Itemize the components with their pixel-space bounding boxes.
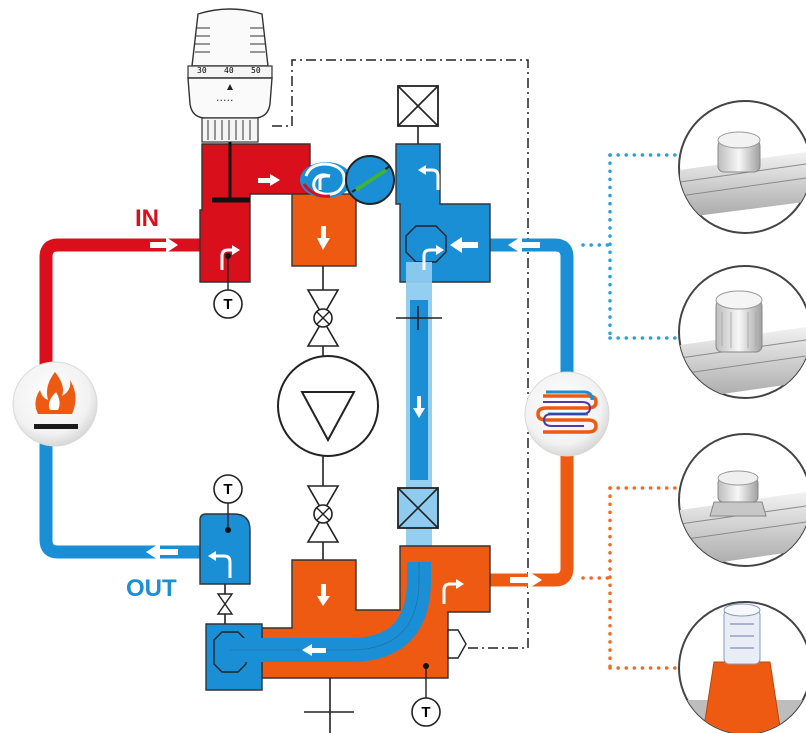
connector-dots-blue [583, 155, 680, 338]
svg-text:T: T [421, 704, 430, 721]
actuator-photo-1 [679, 101, 806, 233]
thermostat-scale-50: 50 [251, 66, 261, 75]
lower-check-valve-icon [308, 456, 338, 560]
temperature-sensor-return: T [214, 475, 242, 503]
butterfly-valve-icon [346, 156, 394, 204]
supply-pipe-red [46, 245, 205, 380]
thermostat-scale-40: 40 [224, 66, 234, 75]
hex-fitting-icon [406, 226, 446, 262]
pump-icon [278, 356, 378, 456]
underfloor-heating-coil-icon [525, 372, 609, 456]
return-valve-body [200, 514, 250, 584]
upper-check-valve-icon [308, 266, 338, 358]
inlet-label: IN [135, 205, 159, 232]
connector-dots-orange [583, 488, 680, 668]
temperature-sensor-outlet: T [412, 698, 440, 726]
actuator-photo-4 [679, 602, 806, 733]
mixing-swirl-icon [300, 162, 352, 198]
balancing-valve-icon [398, 86, 438, 144]
thermostatic-head-icon [188, 9, 272, 142]
return-small-valve-icon [218, 594, 232, 614]
actuator-photo-2 [679, 266, 806, 400]
heat-source-flame-icon [13, 362, 97, 446]
thermostat-dots: ····· [216, 94, 233, 107]
actuator-photo-3 [679, 434, 806, 568]
temperature-sensor-supply: T [214, 290, 242, 318]
outlet-label: OUT [126, 575, 177, 602]
lower-balancing-valve-icon [398, 488, 438, 528]
thermostat-scale-30: 30 [197, 66, 207, 75]
svg-text:T: T [223, 481, 232, 498]
svg-text:T: T [223, 296, 232, 313]
bypass-valve-body [396, 144, 490, 282]
